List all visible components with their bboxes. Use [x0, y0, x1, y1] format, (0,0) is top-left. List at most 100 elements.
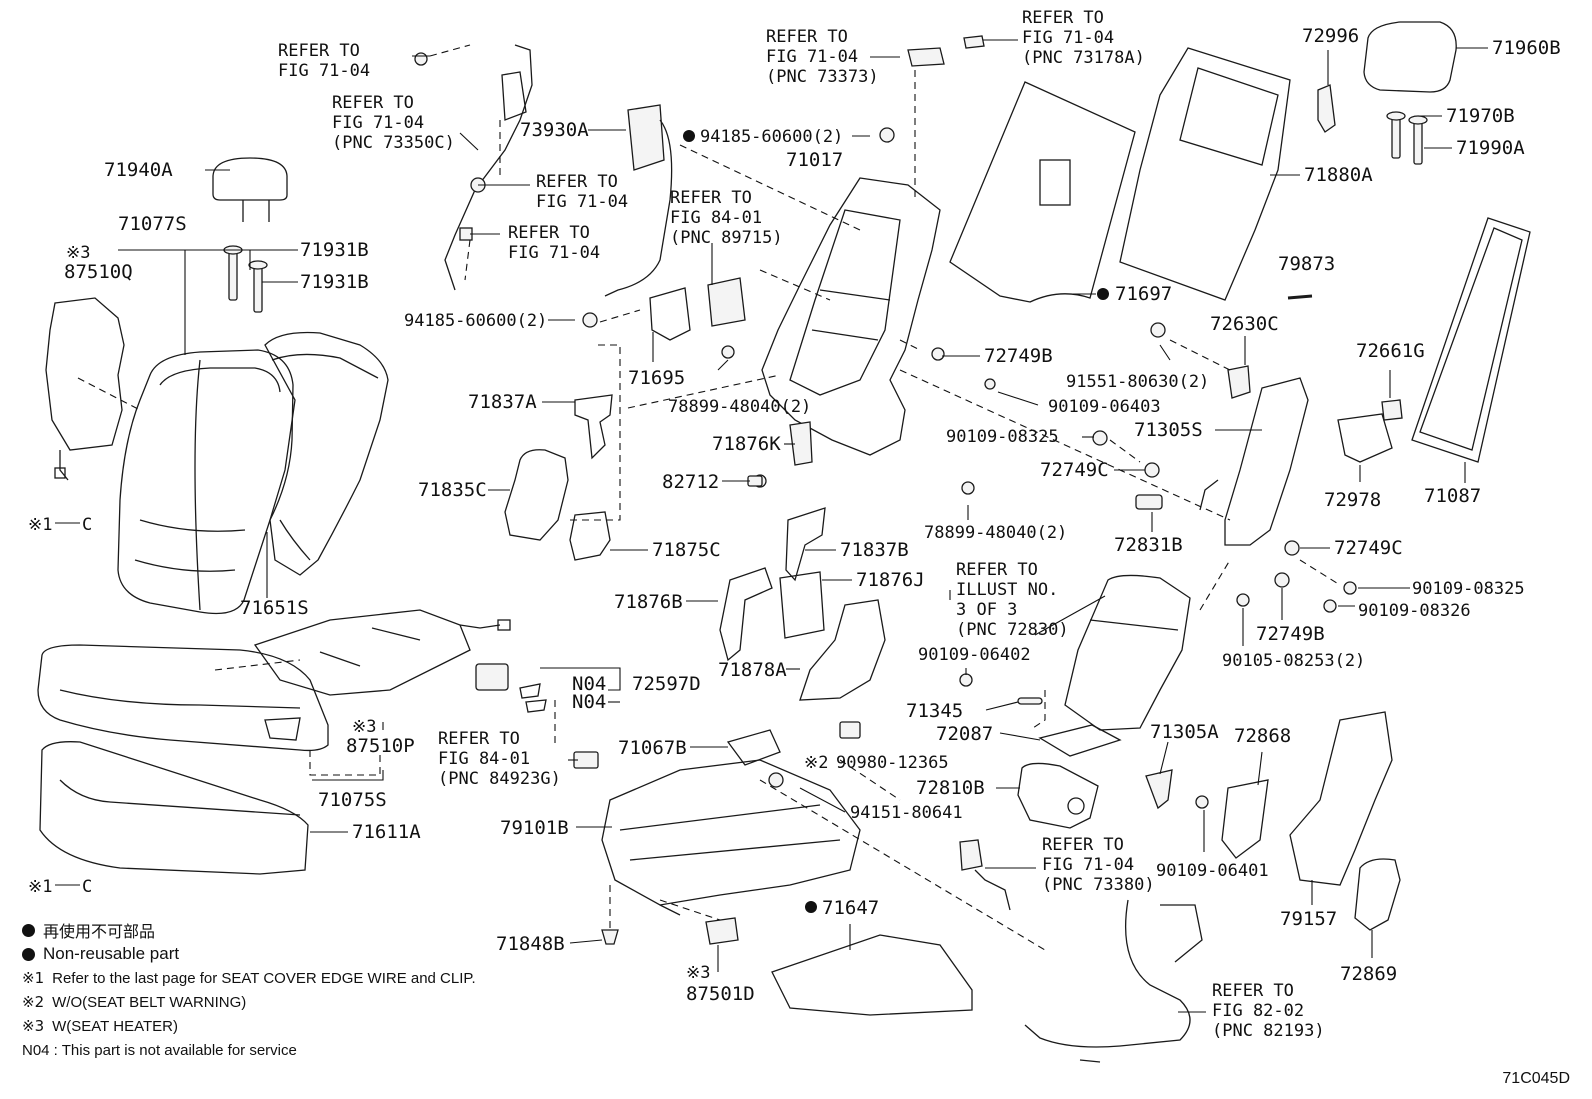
- label-71345: 71345: [906, 700, 963, 722]
- label-71848B: 71848B: [496, 933, 565, 955]
- label-line: FIG 71-04: [536, 192, 628, 212]
- label-87501D: 87501D: [686, 983, 755, 1005]
- bracket-72978: [1337, 413, 1393, 463]
- seatback-cover-71651S: [264, 331, 389, 576]
- label-line: (PNC 84923G): [438, 769, 561, 789]
- label-72749C-upper: 72749C: [1040, 459, 1109, 481]
- label-line: ILLUST NO.: [956, 580, 1058, 600]
- label-71875C: 71875C: [652, 539, 721, 561]
- dashed-guide-lines: [77, 44, 1341, 951]
- label-90109-08326: 90109-08326: [1358, 601, 1471, 621]
- legend-n04: N04 : This part is not available for ser…: [22, 1038, 476, 1062]
- clip-c-mark: C: [82, 515, 92, 535]
- cover-72868: [1221, 779, 1269, 859]
- label-90109-06403: 90109-06403: [1048, 397, 1161, 417]
- label-71931B-upper: 71931B: [300, 239, 369, 261]
- label-71940A: 71940A: [104, 159, 173, 181]
- label-71931B-lower: 71931B: [300, 271, 369, 293]
- cover-71876B: [719, 567, 773, 662]
- label-line: REFER TO: [1042, 835, 1124, 855]
- cover-71837B: [785, 507, 826, 582]
- fasteners: [414, 35, 1357, 809]
- label-71970B: 71970B: [1446, 105, 1515, 127]
- label-72869: 72869: [1340, 963, 1397, 985]
- label-82712: 82712: [662, 471, 719, 493]
- seatback-frame-71017: [761, 177, 941, 456]
- legend-note-3-text: W(SEAT HEATER): [52, 1017, 178, 1035]
- label-71876K: 71876K: [712, 433, 781, 455]
- label-72868: 72868: [1234, 725, 1291, 747]
- label-72996: 72996: [1302, 25, 1359, 47]
- label-94185-60600-lower: 94185-60600(2): [404, 311, 547, 331]
- non-reusable-dot: [683, 130, 695, 142]
- label-79101B: 79101B: [500, 817, 569, 839]
- label-72810B: 72810B: [916, 777, 985, 799]
- seatback-cushion-71077S: [117, 349, 294, 615]
- label-71305A: 71305A: [1150, 721, 1219, 743]
- label-line: FIG 71-04: [278, 61, 370, 81]
- clip-72597D: [475, 663, 547, 713]
- label-line: FIG 71-04: [1022, 28, 1114, 48]
- label-71876J: 71876J: [856, 569, 925, 591]
- legend-note-1-text: Refer to the last page for SEAT COVER ED…: [52, 969, 476, 987]
- label-72749C-lower: 72749C: [1334, 537, 1403, 559]
- cover-71876J: [779, 571, 825, 639]
- label-71835C: 71835C: [418, 479, 487, 501]
- label-71075S: 71075S: [318, 789, 387, 811]
- headrest-71960B: [1363, 21, 1457, 93]
- non-reusable-dot-icon: [22, 947, 35, 961]
- headrest-supports-71970B-71990A: [1386, 111, 1428, 165]
- non-reusable-markers: [683, 130, 1109, 913]
- label-72661G: 72661G: [1356, 340, 1425, 362]
- label-line: FIG 82-02: [1212, 1001, 1304, 1021]
- headrest-71940A: [212, 157, 288, 222]
- asterisk-3-mark: ※3: [686, 963, 710, 983]
- bracket-71067B: [726, 729, 781, 766]
- label-72978: 72978: [1324, 489, 1381, 511]
- label-94151-80641: 94151-80641: [850, 803, 963, 823]
- ecu-module: [707, 277, 746, 327]
- legend-n04-text: N04 : This part is not available for ser…: [22, 1041, 297, 1059]
- clip-c-mark: C: [82, 877, 92, 897]
- label-72597D: 72597D: [632, 673, 701, 695]
- label-line: REFER TO: [332, 93, 414, 113]
- label-line: REFER TO: [1212, 981, 1294, 1001]
- wire-harness-82193: [1024, 899, 1203, 1063]
- label-line: FIG 84-01: [670, 208, 762, 228]
- label-line: (PNC 73178A): [1022, 48, 1145, 68]
- cover-72810B: [1017, 762, 1099, 829]
- seat-belt-retractor: [444, 44, 533, 291]
- hinge-72630C: [1227, 365, 1251, 399]
- side-frame-71305S: [1199, 377, 1309, 546]
- pin-71848B: [601, 929, 619, 945]
- label-71305S: 71305S: [1134, 419, 1203, 441]
- asterisk-1-mark: ※1: [28, 515, 52, 535]
- bracket-71695: [649, 287, 691, 341]
- label-line: 3 OF 3: [956, 600, 1017, 620]
- seat-cushion-cover-71611A: [39, 741, 309, 875]
- figure-id: 71C045D: [1502, 1070, 1570, 1087]
- label-71837A: 71837A: [468, 391, 537, 413]
- label-71960B: 71960B: [1492, 37, 1561, 59]
- label-71837B: 71837B: [840, 539, 909, 561]
- rear-panel-71087: [1411, 217, 1531, 463]
- leader-lines: [55, 39, 1488, 1013]
- legend-non-reusable-en: Non-reusable part: [43, 944, 180, 963]
- label-71077S: 71077S: [118, 213, 187, 235]
- label-87510Q: 87510Q: [64, 261, 133, 283]
- label-71087: 71087: [1424, 485, 1481, 507]
- label-line: (PNC 89715): [670, 228, 783, 248]
- label-72087: 72087: [936, 723, 993, 745]
- asterisk-1-mark: ※1: [28, 877, 52, 897]
- label-79157: 79157: [1280, 908, 1337, 930]
- cover-71837A: [574, 394, 613, 460]
- label-71878A: 71878A: [718, 659, 787, 681]
